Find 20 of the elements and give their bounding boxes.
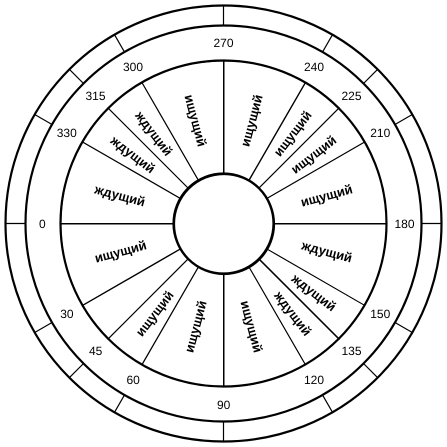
angle-label: 315 xyxy=(86,88,106,102)
angle-label: 210 xyxy=(370,126,390,140)
sector-label: ждущий xyxy=(300,237,354,266)
angle-label: 225 xyxy=(341,88,362,102)
angle-label: 90 xyxy=(217,398,230,412)
angle-label: 240 xyxy=(304,60,324,74)
angle-label: 135 xyxy=(341,344,362,358)
angle-label: 45 xyxy=(89,344,102,358)
angle-label: 270 xyxy=(214,36,234,50)
angle-label: 330 xyxy=(56,126,77,140)
angle-label: 0 xyxy=(39,216,46,230)
sector-label: ищущий xyxy=(237,92,266,148)
sector-label: ищущий xyxy=(182,299,210,354)
angle-label: 150 xyxy=(370,307,390,321)
angle-label: 30 xyxy=(60,307,74,321)
angle-label: 300 xyxy=(123,60,144,74)
sector-label: ждущий xyxy=(93,182,147,210)
angle-label: 60 xyxy=(126,373,140,388)
angle-label: 180 xyxy=(394,216,415,230)
angle-label: 120 xyxy=(304,373,324,388)
